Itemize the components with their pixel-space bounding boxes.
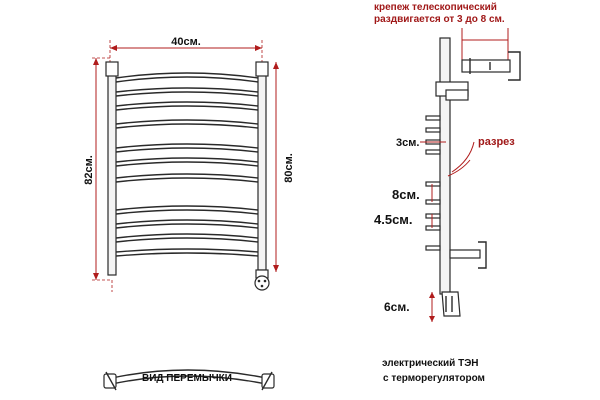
heater-element-front: [254, 269, 270, 291]
side-rung-stubs: [425, 115, 441, 251]
right-mount-cap: [255, 61, 269, 77]
height-total-dimension: 82см.: [83, 57, 112, 281]
bottom-wall-bracket: [449, 241, 487, 269]
right-post: [257, 69, 267, 271]
width-dimension: 40см.: [109, 36, 263, 64]
heater-label-line2: с терморегулятором: [383, 373, 485, 384]
spacing-8-dimension: 8см.: [392, 184, 433, 202]
cut-marker: разрез: [447, 136, 515, 177]
spacing-8-label: 8см.: [392, 187, 420, 202]
side-post: [439, 37, 451, 295]
left-post: [107, 69, 117, 276]
rungs: [115, 72, 259, 257]
jumper-view: ВИД ПЕРЕМЫЧКИ: [103, 369, 275, 391]
depth-3-dimension: 3см.: [396, 137, 446, 149]
height-inner-label: 80см.: [283, 153, 295, 183]
spacing-45-label: 4.5см.: [374, 212, 413, 227]
depth-3-label: 3см.: [396, 137, 419, 149]
spacing-45-dimension: 4.5см.: [374, 212, 433, 228]
jumper-right-fitting: [261, 371, 275, 391]
mount-label-line1: крепеж телескопический: [374, 2, 497, 13]
front-view: 40см. 82см. 80см.: [83, 36, 295, 292]
height-inner-dimension: 80см.: [273, 62, 295, 272]
heater-6-dimension: 6см.: [384, 292, 435, 322]
left-mount-cap: [105, 61, 119, 77]
heater-6-label: 6см.: [384, 300, 410, 314]
mount-label-line2: раздвигается от 3 до 8 см.: [374, 14, 505, 25]
jumper-left-fitting: [103, 371, 117, 391]
heater-element-side: [441, 291, 461, 317]
side-view: крепеж телескопический раздвигается от 3…: [374, 2, 521, 384]
top-wall-bracket: [461, 51, 521, 81]
jumper-view-label: ВИД ПЕРЕМЫЧКИ: [142, 373, 232, 384]
width-label: 40см.: [171, 36, 201, 48]
cut-label: разрез: [478, 136, 515, 148]
height-total-label: 82см.: [83, 155, 95, 185]
heater-label-line1: электрический ТЭН: [382, 358, 479, 369]
